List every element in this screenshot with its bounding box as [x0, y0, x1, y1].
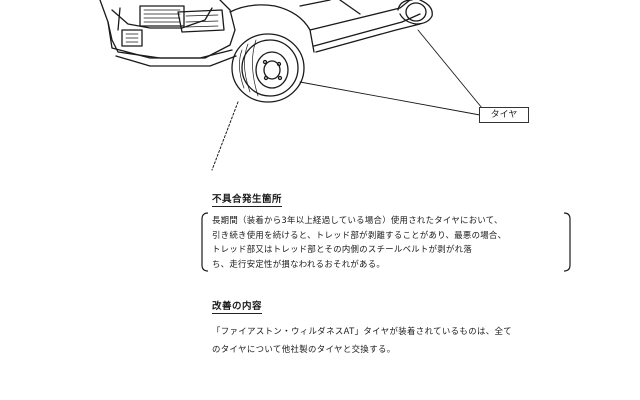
defect-description: 長期間（装着から3年以上経過している場合）使用されたタイヤにおいて、 引き続き使…: [212, 213, 564, 271]
remedy-line: 「ファイアストン・ウィルダネスAT」タイヤが装着されているものは、全て: [212, 326, 513, 336]
defect-line: 長期間（装着から3年以上経過している場合）使用されたタイヤにおいて、: [212, 215, 503, 225]
remedy-section-title: 改善の内容: [212, 298, 263, 314]
defect-line: ち、走行安定性が損なわれるおそれがある。: [212, 258, 386, 269]
defect-line: 引き続き使用を続けると、トレッド部が剥離することがあり、最悪の場合、: [212, 229, 507, 240]
defect-bracket: [200, 211, 572, 273]
remedy-description: 「ファイアストン・ウィルダネスAT」タイヤが装着されているものは、全て のタイヤ…: [212, 322, 577, 358]
defect-section-title: 不具合発生箇所: [212, 191, 283, 207]
vehicle-illustration: [99, 0, 483, 171]
tire-callout-label: タイヤ: [479, 107, 529, 123]
remedy-line: のタイヤについて他社製のタイヤと交換する。: [212, 344, 396, 354]
defect-line: トレッド部又はトレッド部とその内側のスチールベルトが剥がれ落: [212, 244, 472, 254]
